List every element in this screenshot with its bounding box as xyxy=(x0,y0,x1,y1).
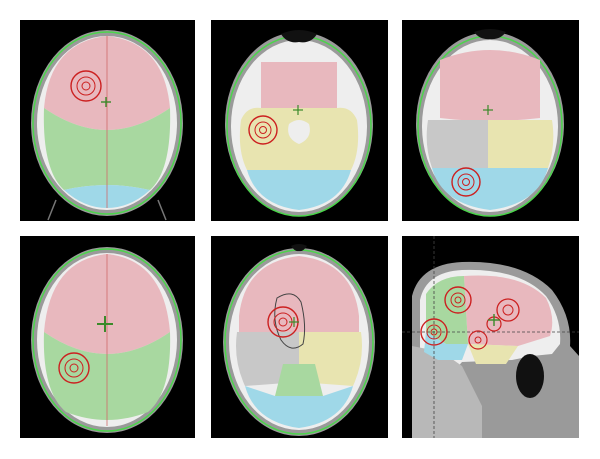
parietal-region xyxy=(275,364,323,396)
face-tissue xyxy=(412,346,482,438)
crosshair-marker xyxy=(97,316,113,332)
frontal-region xyxy=(239,256,359,332)
frontal-region xyxy=(464,275,553,346)
crosshair-marker xyxy=(101,97,111,107)
crosshair-marker xyxy=(483,105,493,115)
brainstem xyxy=(288,120,310,144)
sinus-dark xyxy=(516,354,544,398)
target-rings xyxy=(70,70,102,102)
panel-axial-3 xyxy=(402,20,579,221)
target-rings-2 xyxy=(496,298,520,322)
panel-axial-5 xyxy=(211,236,388,438)
occipital-region xyxy=(245,386,353,428)
occipital-region xyxy=(432,168,548,210)
crosshair-marker xyxy=(488,314,500,326)
sinus-dark xyxy=(281,30,317,43)
occipital-region xyxy=(247,170,351,210)
target-rings xyxy=(248,115,278,145)
sinus-dark xyxy=(291,244,307,252)
headrest xyxy=(47,199,167,221)
panel-axial-1 xyxy=(20,20,195,221)
panel-sagittal-1 xyxy=(402,236,579,438)
frontal-region xyxy=(440,50,540,121)
target-rings xyxy=(58,352,90,384)
axial-slice-3 xyxy=(416,29,564,217)
frontal-region xyxy=(261,62,337,108)
target-rings-3 xyxy=(420,318,448,346)
panel-axial-2 xyxy=(211,20,388,221)
sagittal-slice xyxy=(402,236,579,438)
axial-slice-2 xyxy=(225,30,373,217)
target-rings xyxy=(451,167,481,197)
temporal-region xyxy=(488,120,554,168)
target-rings-1 xyxy=(444,286,472,314)
axial-slice-1 xyxy=(31,30,183,221)
skull-contour xyxy=(32,248,182,432)
gray-region xyxy=(426,120,488,168)
sinus-dark xyxy=(474,29,506,40)
panel-axial-4 xyxy=(20,236,195,438)
axial-slice-5 xyxy=(223,244,375,436)
target-rings-4 xyxy=(468,330,488,350)
crosshair-marker xyxy=(289,317,299,327)
skull-contour xyxy=(32,31,182,215)
axial-slice-4 xyxy=(31,247,183,433)
crosshair-marker xyxy=(293,105,303,115)
